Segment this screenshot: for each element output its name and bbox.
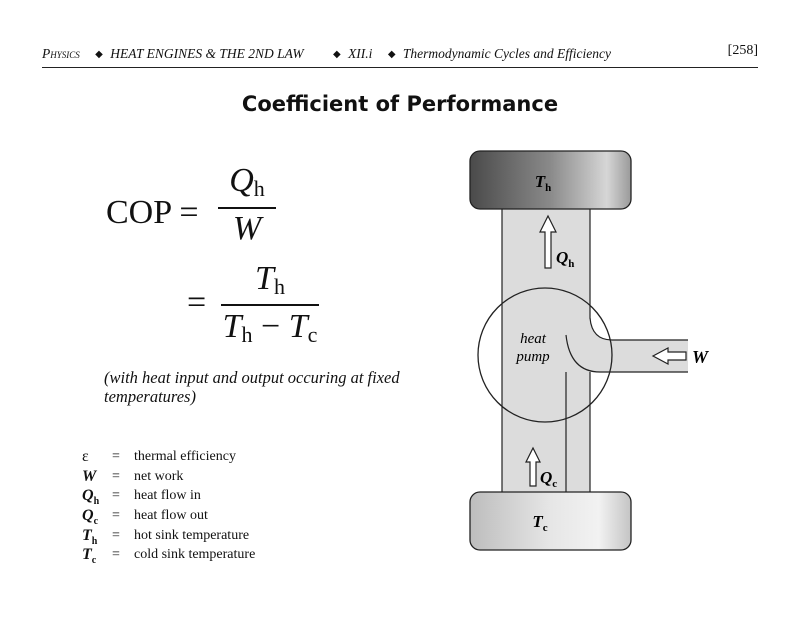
page-title: Coefficient of Performance: [241, 92, 559, 116]
legend-description: cold sink temperature: [134, 547, 256, 563]
legend-equals: =: [112, 468, 120, 484]
work-channel-outline-bottom: [565, 334, 688, 373]
breadcrumb-subject: Physics: [42, 46, 80, 61]
conditions-note: (with heat input and output occuring at …: [104, 368, 400, 406]
qc-arrow-icon: [525, 446, 541, 487]
breadcrumb-topic: Thermodynamic Cycles and Efficiency: [402, 46, 611, 61]
legend-description: heat flow in: [134, 488, 201, 504]
legend-symbol: Qc: [82, 507, 99, 528]
qh-arrow-icon: [539, 214, 557, 269]
cold-reservoir: [469, 491, 632, 551]
breadcrumb-chapter: XII.i: [348, 46, 373, 61]
breadcrumb: Physics ◆ HEAT ENGINES & THE 2ND LAW ◆ X…: [42, 46, 615, 62]
legend-equals: =: [112, 547, 120, 563]
legend-symbol: Qh: [82, 487, 100, 508]
legend-description: hot sink temperature: [134, 527, 250, 543]
page-header: Physics ◆ HEAT ENGINES & THE 2ND LAW ◆ X…: [42, 42, 758, 68]
heat-pump-label-2: pump: [515, 349, 550, 365]
work-label: W: [692, 347, 710, 367]
bullet-icon: ◆: [387, 49, 396, 60]
bullet-icon: ◆: [95, 49, 103, 60]
heat-pump-circle: [477, 287, 613, 423]
cold-reservoir-label: Tc: [532, 512, 547, 534]
page-number: [258]: [727, 43, 758, 58]
heat-pump-label-1: heat: [520, 331, 547, 347]
work-input-channel: [566, 318, 688, 372]
legend-equals: =: [112, 488, 120, 504]
work-channel-outline-top: [589, 317, 688, 341]
legend-description: thermal efficiency: [134, 449, 236, 464]
header-divider: [42, 67, 758, 68]
qc-label: Qc: [540, 468, 557, 490]
legend-symbol: Th: [82, 526, 98, 547]
breadcrumb-section: HEAT ENGINES & THE 2ND LAW: [110, 46, 304, 61]
bullet-icon: ◆: [332, 49, 341, 60]
work-arrow-icon: [651, 347, 687, 365]
legend-description: net work: [134, 468, 184, 484]
hot-reservoir: [469, 150, 632, 210]
legend-equals: =: [112, 449, 120, 464]
legend-symbol: ε: [82, 448, 89, 465]
legend-equals: =: [112, 527, 120, 543]
hot-reservoir-label: Th: [535, 172, 552, 194]
legend-equals: =: [112, 508, 120, 524]
legend-symbol: W: [82, 467, 97, 485]
qh-label: Qh: [556, 248, 574, 270]
legend-symbol: Tc: [82, 546, 97, 567]
legend-description: heat flow out: [134, 508, 208, 524]
